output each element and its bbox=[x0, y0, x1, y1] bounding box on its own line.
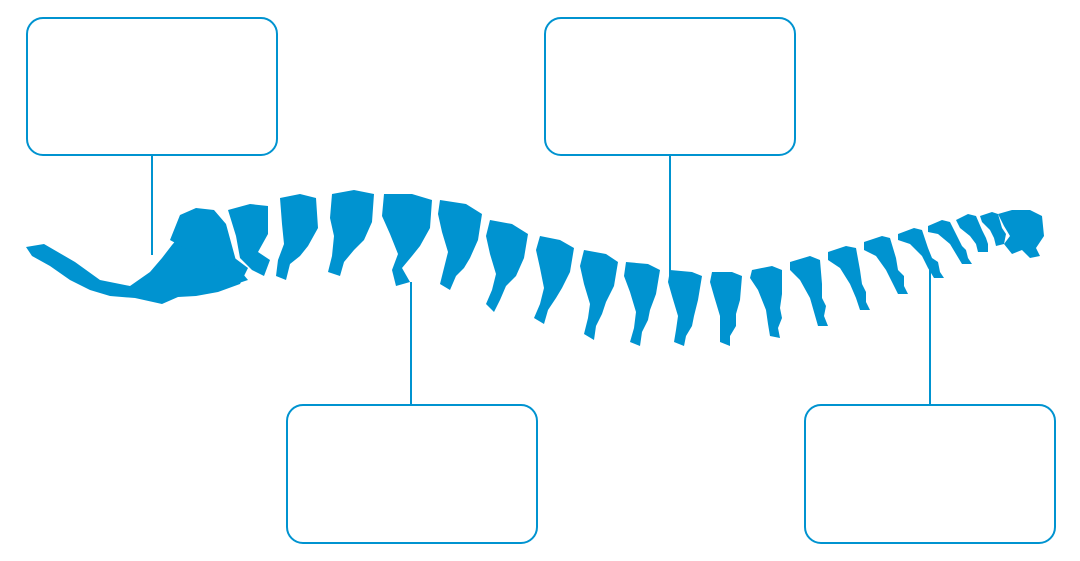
vertebra-t2 bbox=[898, 228, 944, 278]
vertebra-c7 bbox=[956, 214, 988, 252]
coccyx bbox=[26, 238, 248, 304]
sacrum bbox=[170, 208, 248, 284]
vertebra-l4 bbox=[276, 194, 318, 280]
label-box-top-right[interactable] bbox=[544, 17, 796, 156]
vertebra-t3 bbox=[864, 236, 908, 294]
vertebra-t12 bbox=[486, 220, 528, 312]
vertebra-t9 bbox=[624, 262, 660, 346]
vertebra-c-upper bbox=[998, 210, 1044, 258]
vertebra-c6 bbox=[980, 212, 1006, 246]
vertebra-l5 bbox=[228, 204, 270, 276]
vertebra-t5 bbox=[790, 256, 828, 326]
vertebra-l3 bbox=[328, 190, 374, 276]
vertebra-t10 bbox=[580, 250, 618, 340]
vertebra-t7 bbox=[710, 272, 742, 346]
vertebra-t6 bbox=[750, 266, 782, 338]
vertebra-l2 bbox=[382, 194, 432, 286]
vertebra-t8 bbox=[668, 270, 702, 346]
label-box-top-left[interactable] bbox=[26, 17, 278, 156]
spine-illustration bbox=[26, 190, 1044, 346]
label-box-bottom-right[interactable] bbox=[804, 404, 1056, 544]
vertebra-t1 bbox=[928, 220, 972, 264]
vertebra-t11 bbox=[534, 236, 574, 324]
vertebra-l1 bbox=[438, 200, 482, 290]
label-box-bottom-left[interactable] bbox=[286, 404, 538, 544]
vertebra-t4 bbox=[828, 246, 870, 310]
